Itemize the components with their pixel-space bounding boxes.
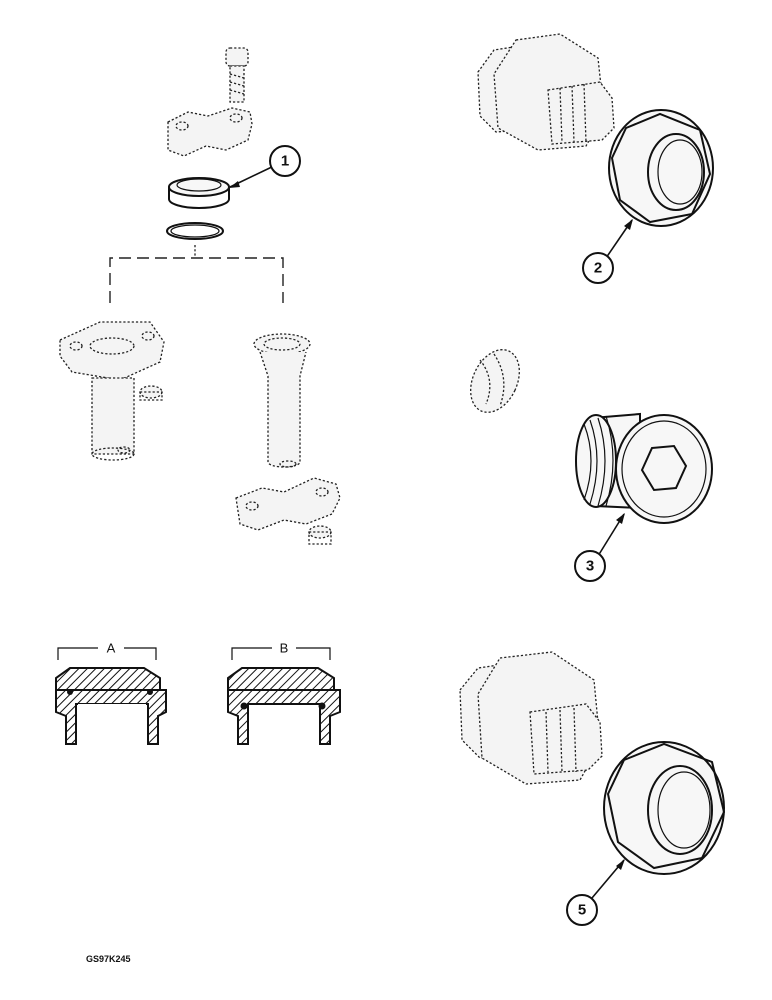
callout-2: 2 <box>594 260 602 277</box>
o-ring <box>166 222 224 240</box>
callout-5-circle <box>566 894 598 926</box>
union-fitting-top <box>477 33 615 151</box>
flange-adapter-right <box>253 333 311 468</box>
union-fitting-bottom <box>459 651 603 785</box>
split-flange-clamp-bottom <box>235 477 341 545</box>
split-flange-clamp-top <box>167 107 253 157</box>
hex-socket-plug <box>575 412 713 524</box>
cap-nut <box>608 109 714 227</box>
alternative-bracket <box>109 245 284 303</box>
figure-code: GS97K245 <box>86 954 131 964</box>
section-b: B <box>227 641 341 745</box>
capscrew <box>225 47 249 103</box>
callout-2-circle <box>582 252 614 284</box>
callout-1: 1 <box>281 153 289 170</box>
callout-3: 3 <box>586 558 594 575</box>
cap-nut-large <box>603 741 726 875</box>
seal-ball <box>470 349 520 413</box>
callout-1-circle <box>269 145 301 177</box>
callout-3-circle <box>574 550 606 582</box>
section-a-label: A <box>107 641 116 656</box>
flange-adapter-left <box>59 321 165 461</box>
callout-5: 5 <box>578 902 586 919</box>
section-b-label: B <box>280 641 289 656</box>
section-a: A <box>55 641 167 745</box>
seal-ring <box>168 177 230 209</box>
